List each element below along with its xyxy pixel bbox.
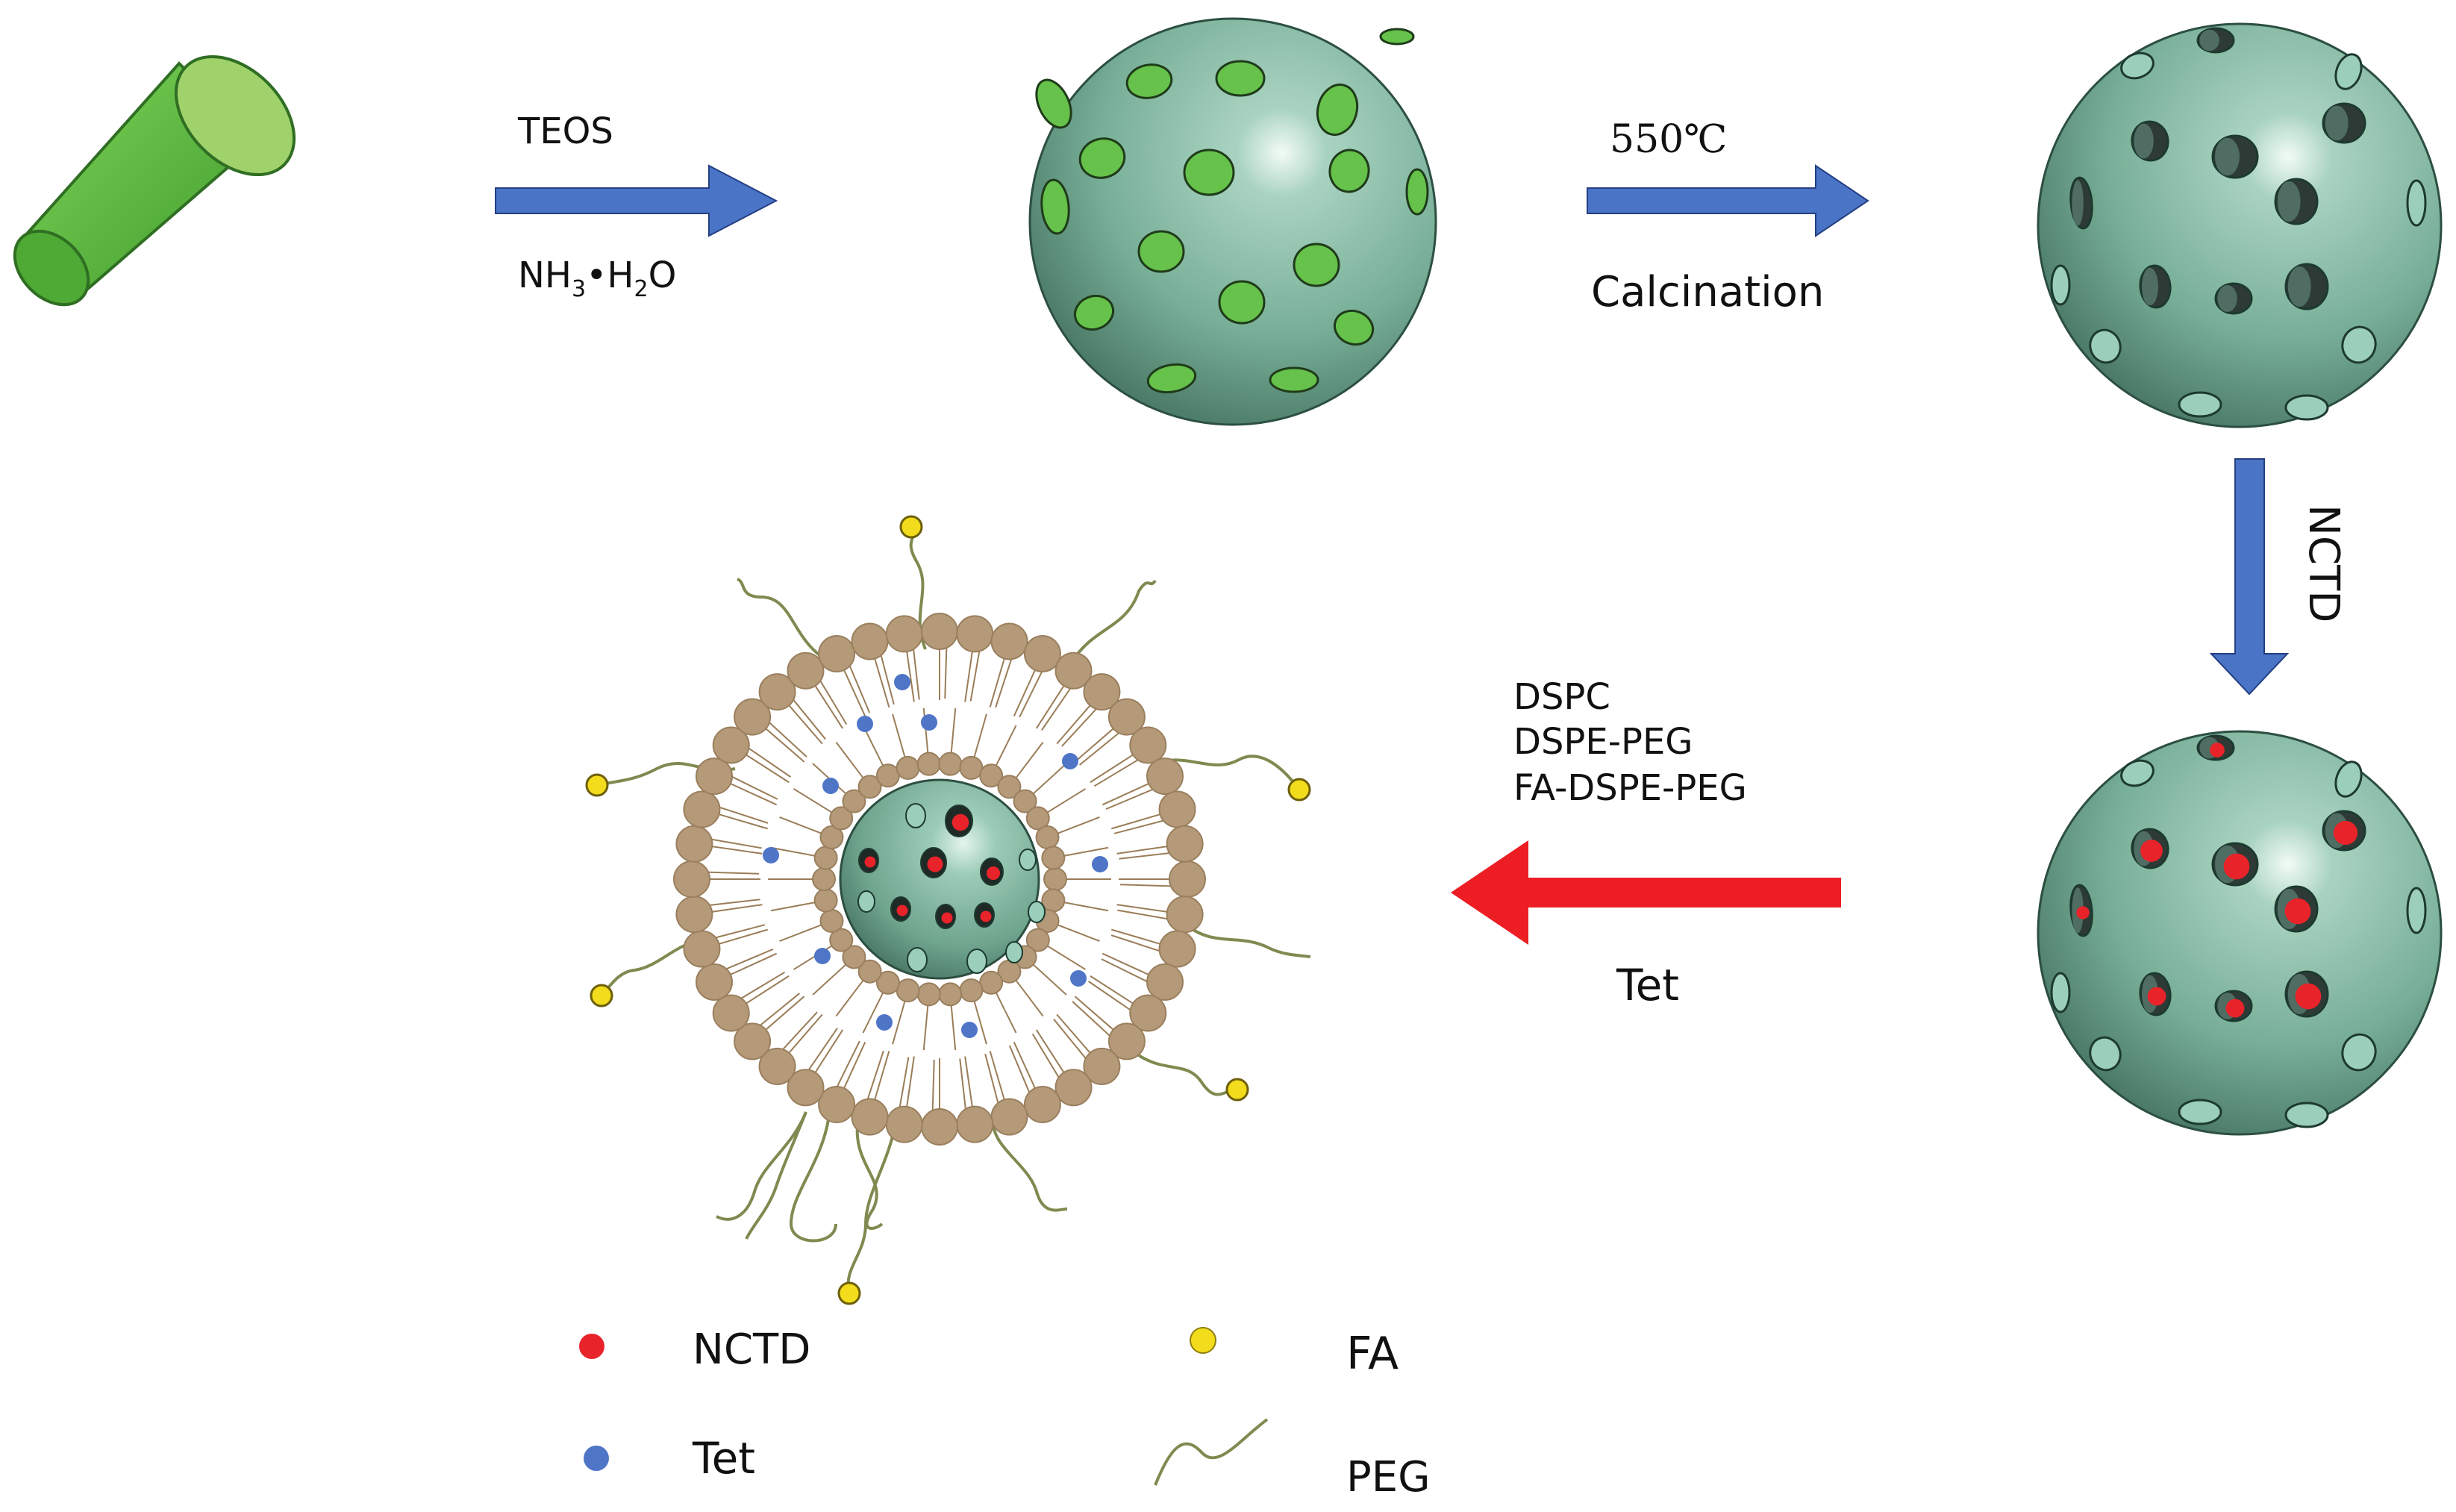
label-dspe-peg: DSPE-PEG	[1513, 721, 1693, 763]
legend-nctd-dot	[579, 1334, 604, 1359]
template-pores	[1035, 28, 1429, 394]
legend-peg-line	[1154, 1418, 1269, 1486]
label-dspc: DSPC	[1513, 676, 1610, 718]
label-tet: Tet	[1616, 960, 1679, 1010]
peg-chains	[585, 515, 1311, 1305]
label-temperature: 550℃	[1610, 117, 1727, 162]
legend-fa-dot	[1190, 1327, 1216, 1354]
legend-tet-dot	[584, 1446, 609, 1471]
legend-fa-label: FA	[1346, 1328, 1399, 1380]
template-rod	[13, 54, 296, 307]
legend-nctd-label: NCTD	[693, 1325, 810, 1374]
label-calcination: Calcination	[1591, 268, 1824, 316]
empty-pores	[2050, 27, 2427, 421]
arrow-step1	[495, 164, 778, 237]
core-pores	[857, 803, 1046, 974]
nctd-loaded-sphere	[2037, 730, 2443, 1136]
label-fa-dspe-peg: FA-DSPE-PEG	[1513, 767, 1747, 809]
arrow-step4	[1451, 840, 1841, 945]
liposome-coated-nanoparticle	[585, 515, 1311, 1305]
label-teos: TEOS	[517, 110, 613, 152]
legend-peg-label: PEG	[1346, 1453, 1431, 1502]
label-ammonia: NH3•H2O	[518, 254, 676, 302]
nanoparticle-core	[839, 778, 1046, 980]
tet-molecules	[763, 674, 1108, 1038]
legend: NCTD Tet FA PEG	[579, 1325, 1431, 1502]
lipid-bilayer	[673, 613, 1206, 1146]
nctd-filled-pores	[2050, 734, 2427, 1128]
silica-sphere-with-template	[1028, 17, 1437, 426]
mesoporous-silica-sphere	[2037, 22, 2443, 428]
label-nctd-loading: NCTD	[2299, 504, 2348, 622]
legend-tet-label: Tet	[692, 1433, 755, 1484]
arrow-step3	[2209, 458, 2290, 696]
arrow-step2	[1587, 164, 1869, 237]
